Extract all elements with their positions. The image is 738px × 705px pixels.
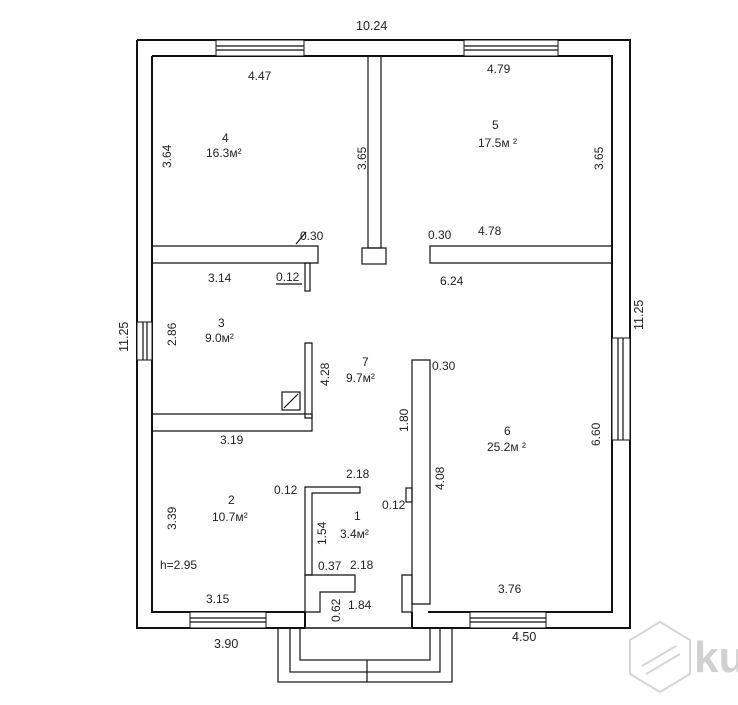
room3-right: 4.28 xyxy=(318,362,332,386)
room1-left: 1.54 xyxy=(315,521,329,545)
room7-area: 9.7м² xyxy=(346,371,375,385)
room2-bottom: 3.15 xyxy=(206,592,230,606)
room7-number: 7 xyxy=(362,355,369,369)
wall-012-b: 0.12 xyxy=(274,483,298,497)
bottom-left-width: 3.90 xyxy=(214,637,238,651)
partition-45: 3.65 xyxy=(355,146,369,170)
watermark-logo-icon xyxy=(629,620,691,694)
overall-height-right: 11.25 xyxy=(632,300,646,330)
room6-left: 4.08 xyxy=(433,466,447,490)
room1-number: 1 xyxy=(354,509,361,523)
wall-012-c: 0.12 xyxy=(382,498,406,512)
porch-062: 0.62 xyxy=(329,598,343,622)
room3-number: 3 xyxy=(218,316,225,330)
watermark-text: ku xyxy=(694,633,738,682)
room4-number: 4 xyxy=(222,131,229,145)
windows xyxy=(136,39,631,629)
room6-area: 25.2м ² xyxy=(487,440,526,454)
hall-width: 6.24 xyxy=(440,274,464,288)
room3-area: 9.0м² xyxy=(205,331,234,345)
room3-width: 3.14 xyxy=(208,271,232,285)
overall-width: 10.24 xyxy=(356,19,387,33)
room3-depth: 2.86 xyxy=(165,322,179,346)
wall-037: 0.37 xyxy=(318,559,342,573)
ceiling-height: h=2.95 xyxy=(160,558,197,572)
porch-steps xyxy=(277,627,453,683)
room4-area: 16.3м² xyxy=(206,146,242,160)
room4-depth: 3.64 xyxy=(160,144,174,168)
wall-thick-a: 0.30 xyxy=(300,229,324,243)
room4-width: 4.47 xyxy=(248,69,272,83)
wall-030-c: 0.30 xyxy=(432,359,456,373)
room2-number: 2 xyxy=(228,493,235,507)
room6-number: 6 xyxy=(504,424,511,438)
labels: 10.24 11.25 11.25 4.47 4 16.3м² 3.64 3.6… xyxy=(117,19,646,651)
bottom-right-width: 4.50 xyxy=(512,630,536,644)
interior-walls xyxy=(152,55,612,613)
overall-height-left: 11.25 xyxy=(117,322,131,352)
room5-area: 17.5м ² xyxy=(478,136,517,150)
room1-bottom: 2.18 xyxy=(350,558,374,572)
wall-thick-b: 0.30 xyxy=(428,228,452,242)
room6-depth: 6.60 xyxy=(589,422,603,446)
room2-width: 3.19 xyxy=(220,433,244,447)
wall-012-a: 0.12 xyxy=(276,270,300,284)
room1-top: 2.18 xyxy=(346,467,370,481)
room2-area: 10.7м² xyxy=(212,510,248,524)
room5-depth: 3.65 xyxy=(592,146,606,170)
door-184: 1.84 xyxy=(348,598,372,612)
room5-number: 5 xyxy=(492,118,499,132)
room2-depth: 3.39 xyxy=(165,506,179,530)
room1-area: 3.4м² xyxy=(340,527,369,541)
room5-bottom: 4.78 xyxy=(478,224,502,238)
room6-width: 3.76 xyxy=(498,582,522,596)
watermark: ku xyxy=(629,620,738,694)
room5-width: 4.79 xyxy=(487,62,511,76)
corridor-180: 1.80 xyxy=(397,408,411,432)
